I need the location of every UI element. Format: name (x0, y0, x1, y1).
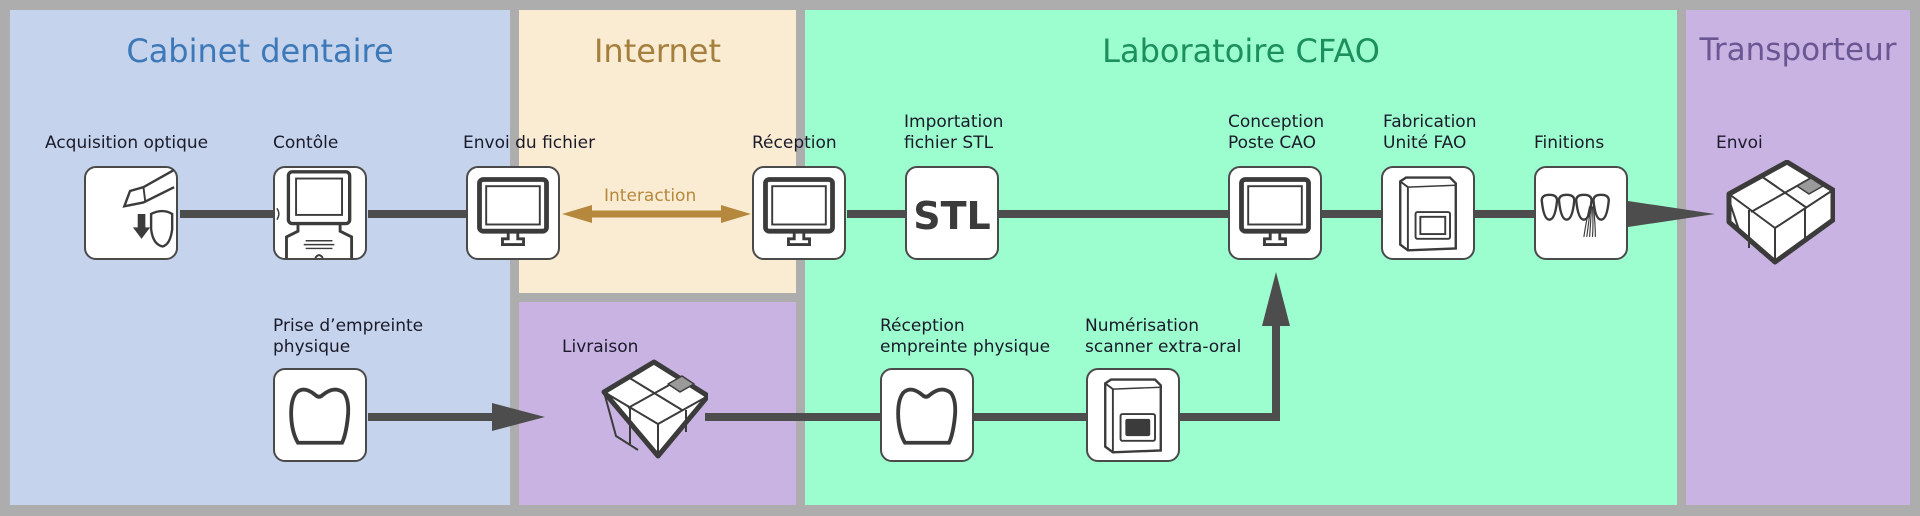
node-conception (1228, 166, 1322, 260)
monitor-icon (1239, 177, 1311, 247)
zone-title-laboratoire: Laboratoire CFAO (1102, 32, 1380, 70)
node-prise-empreinte (273, 368, 367, 462)
node-fabrication (1381, 166, 1475, 260)
node-acquisition-optique (84, 166, 178, 260)
zone-title-transporteur: Transporteur (1699, 32, 1897, 68)
zone-title-internet: Internet (593, 32, 722, 70)
stl-file-icon: STL (913, 194, 991, 238)
package-icon (601, 359, 708, 459)
label-controle: Contôle (273, 133, 339, 153)
label-conception: Conception Poste CAO (1228, 112, 1325, 153)
monitor-icon (477, 177, 549, 247)
node-controle (273, 166, 367, 260)
label-numerisation: Numérisation scanner extra-oral (1085, 316, 1242, 357)
node-importation-stl: STL (905, 166, 999, 260)
label-importation: Importation fichier STL (904, 112, 1004, 153)
teeth-polishing-icon (1540, 193, 1610, 238)
node-envoi-fichier (466, 166, 560, 260)
tooth-impression-icon (896, 387, 958, 445)
interaction-label: Interaction (604, 186, 697, 206)
label-livraison: Livraison (562, 337, 639, 357)
monitor-icon (763, 177, 835, 247)
node-numerisation (1086, 368, 1180, 462)
zone-transporteur: Transporteur (1686, 10, 1910, 505)
milling-machine-icon (1399, 176, 1457, 252)
package-icon (1726, 160, 1835, 265)
label-acquisition: Acquisition optique (45, 133, 209, 153)
intraoral-scanner-icon (122, 168, 175, 248)
label-finitions: Finitions (1534, 133, 1605, 153)
tooth-impression-icon (289, 387, 351, 445)
zone-internet: Internet (519, 10, 796, 293)
label-envoi-transport: Envoi (1716, 133, 1763, 153)
label-fabrication: Fabrication Unité FAO (1383, 112, 1477, 153)
extraoral-scanner-icon (1104, 378, 1162, 454)
node-finitions (1534, 166, 1628, 260)
label-reception-empreinte: Réception empreinte physique (880, 316, 1051, 357)
node-reception-empreinte (880, 368, 974, 462)
zone-title-cabinet: Cabinet dentaire (126, 32, 394, 70)
label-envoi-fichier: Envoi du fichier (463, 133, 596, 153)
label-reception: Réception (752, 133, 837, 153)
computer-workstation-icon (276, 170, 354, 258)
zone-cabinet-dentaire: Cabinet dentaire (10, 10, 510, 505)
node-reception (752, 166, 846, 260)
label-prise-empreinte: Prise d’empreinte physique (273, 316, 424, 357)
